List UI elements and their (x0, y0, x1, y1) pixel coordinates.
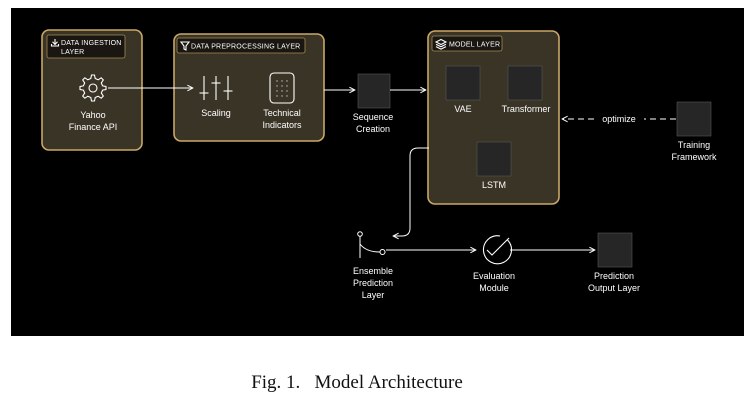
yahoo-finance-label: Yahoo (80, 110, 105, 120)
prediction-output-label: Prediction (594, 271, 634, 281)
evaluation-module-label-line2: Module (479, 283, 509, 293)
vae-label: VAE (454, 104, 471, 114)
preprocessing-title: DATA PREPROCESSING LAYER (191, 44, 300, 51)
vae-block (445, 65, 481, 101)
ensemble-prediction-label-line2: Prediction (353, 278, 393, 288)
sequence-creation-label-line2: Creation (356, 124, 390, 134)
sequence-creation-block (357, 73, 391, 109)
figure-caption: Fig. 1. Model Architecture (251, 372, 463, 393)
download-icon (50, 39, 60, 47)
edge-model-to-ensemble (393, 147, 429, 236)
layers-icon (434, 38, 448, 50)
model-layer: MODEL LAYER VAE Transformer LSTM (427, 30, 560, 205)
prediction-output-label-line2: Output Layer (588, 283, 640, 293)
data-ingestion-layer: DATA INGESTION LAYER Yahoo Finance API (41, 29, 143, 151)
prediction-output-block (597, 232, 633, 268)
technical-indicators-label: Technical (263, 108, 301, 118)
training-framework-label: Training (678, 140, 710, 150)
data-preprocessing-layer: DATA PREPROCESSING LAYER Scaling Technic… (173, 33, 325, 142)
model-title-tag (431, 35, 503, 52)
transformer-block (507, 65, 543, 101)
lstm-block (476, 141, 512, 177)
filter-icon (179, 41, 191, 51)
ensemble-prediction-label-line3: Layer (362, 290, 385, 300)
ingestion-title-line2: LAYER (61, 49, 84, 56)
sequence-creation-label: Sequence (353, 112, 394, 122)
ingestion-title: DATA INGESTION (61, 40, 122, 47)
preprocessing-title-tag (176, 37, 306, 54)
yahoo-finance-label-line2: Finance API (69, 122, 118, 132)
model-layer-title: MODEL LAYER (449, 42, 500, 49)
ensemble-prediction-label: Ensemble (353, 266, 393, 276)
technical-indicators-label-line2: Indicators (262, 120, 302, 130)
sliders-icon (199, 76, 233, 100)
evaluation-module-label: Evaluation (473, 271, 515, 281)
optimize-label: optimize (602, 114, 636, 124)
scaling-label: Scaling (201, 108, 231, 118)
training-framework-block (676, 101, 712, 137)
ingestion-title-tag (46, 34, 126, 59)
transformer-label: Transformer (502, 104, 551, 114)
calculator-icon (269, 72, 295, 104)
training-framework-label-line2: Framework (671, 152, 717, 162)
merge-icon (357, 231, 386, 258)
lstm-label: LSTM (482, 180, 506, 190)
gear-icon (79, 74, 107, 102)
